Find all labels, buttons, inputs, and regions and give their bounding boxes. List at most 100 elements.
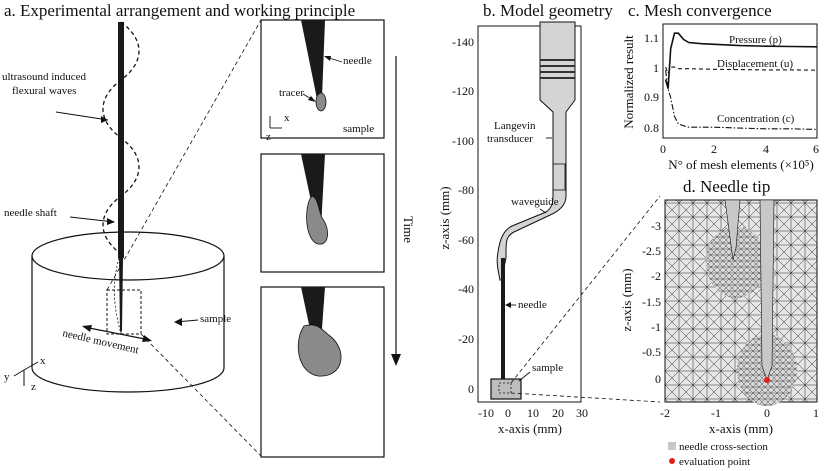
model-sample-label: sample bbox=[532, 362, 563, 374]
evaluation-point bbox=[764, 377, 770, 383]
panel-c-ytick: 0.9 bbox=[644, 90, 659, 104]
legend-point-label: evaluation point bbox=[679, 456, 750, 468]
sample-arrowhead bbox=[174, 318, 182, 326]
panel-d-ytick: -1.5 bbox=[642, 295, 661, 309]
waves-label-line1: ultrasound induced bbox=[2, 71, 87, 83]
panel-d-ytick: -0.5 bbox=[642, 345, 661, 359]
time-label: Time bbox=[401, 216, 416, 243]
sample-cylinder-body bbox=[31, 256, 225, 393]
needle-movement-label: needle movement bbox=[61, 327, 140, 356]
transducer-label-line1: Langevin bbox=[494, 120, 536, 132]
panel-d-ytick: -3 bbox=[651, 219, 661, 233]
legend-point-marker bbox=[669, 458, 675, 464]
panel-c-yticks: 1.1 1 0.9 0.8 bbox=[644, 31, 659, 135]
panel-b-ytick: -20 bbox=[458, 332, 474, 346]
panel-b-zoom-line-bottom bbox=[510, 392, 661, 403]
series-label-concentration: Concentration (c) bbox=[717, 113, 795, 125]
model-sample-box bbox=[490, 378, 522, 400]
legend-needle-label: needle cross-section bbox=[679, 441, 768, 453]
panel-d-ytick: -2 bbox=[651, 269, 661, 283]
zoom-region-box bbox=[106, 289, 142, 335]
panel-b-yticks: -140 -120 -100 -80 -60 -40 -20 0 bbox=[452, 35, 474, 396]
panel-d-xtick: -2 bbox=[660, 406, 670, 420]
panel-c-ylabel: Normalized result bbox=[621, 35, 636, 129]
triad-z-label: z bbox=[31, 381, 36, 393]
panel-c-xtick: 4 bbox=[763, 142, 769, 156]
inset-sample-label: sample bbox=[343, 123, 374, 135]
needle-movement-arrow bbox=[83, 326, 151, 341]
waveguide-arrow bbox=[539, 208, 547, 214]
inset-3-tracer bbox=[297, 324, 342, 377]
panel-b-title: b. Model geometry bbox=[483, 1, 613, 20]
series-label-displacement: Displacement (u) bbox=[717, 58, 793, 70]
inset-2-tracer bbox=[306, 195, 328, 245]
panel-c-ytick: 1.1 bbox=[644, 31, 659, 45]
panel-b-ytick: -40 bbox=[458, 282, 474, 296]
chart-series-group bbox=[664, 32, 818, 130]
panel-d-xlabel: x-axis (mm) bbox=[709, 421, 773, 436]
panel-d-title: d. Needle tip bbox=[683, 177, 770, 196]
series-label-pressure: Pressure (p) bbox=[729, 34, 782, 46]
panel-b-ytick: -100 bbox=[452, 134, 474, 148]
panel-d-xtick: 0 bbox=[764, 406, 770, 420]
panel-b-xticks: -10 0 10 20 30 bbox=[478, 406, 588, 420]
panel-d: d. Needle tip -3 -2.5 -2 -1.5 -1 -0.5 0 … bbox=[619, 177, 819, 468]
panel-c-ytick: 0.8 bbox=[644, 121, 659, 135]
panel-d-ylabel: z-axis (mm) bbox=[619, 268, 634, 331]
panel-b-ytick: -60 bbox=[458, 233, 474, 247]
waves-arrowhead bbox=[101, 116, 108, 123]
panel-b-ytick: -120 bbox=[452, 84, 474, 98]
inset-needle-label: needle bbox=[343, 55, 372, 67]
panel-d-ytick: -1 bbox=[651, 320, 661, 334]
needle-shaft bbox=[118, 22, 124, 258]
inset-1-tracer bbox=[315, 92, 327, 112]
series-line-pressure bbox=[664, 32, 818, 89]
waves-arrow bbox=[55, 111, 109, 121]
panel-d-xticks: -2 -1 0 1 bbox=[660, 406, 819, 420]
inset-tracer-arrowhead bbox=[308, 96, 316, 102]
panel-c-xlabel: N° of mesh elements (×10⁵) bbox=[668, 157, 814, 172]
panel-b-ytick: -80 bbox=[458, 183, 474, 197]
panel-c-title: c. Mesh convergence bbox=[628, 1, 772, 20]
panel-b: b. Model geometry -140 -120 -100 -80 -60… bbox=[437, 1, 661, 436]
panel-c-xtick: 2 bbox=[711, 142, 717, 156]
panel-a-title: a. Experimental arrangement and working … bbox=[4, 1, 355, 20]
model-needle-label: needle bbox=[518, 299, 547, 311]
panel-c: c. Mesh convergence 1.1 1 0.9 0.8 0 2 4 … bbox=[621, 1, 819, 172]
panel-d-ytick: -2.5 bbox=[642, 244, 661, 258]
panel-c-xtick: 6 bbox=[813, 142, 819, 156]
series-line-displacement bbox=[665, 66, 818, 75]
panel-b-zoom-line-top bbox=[510, 195, 661, 384]
panel-b-ylabel: z-axis (mm) bbox=[437, 186, 452, 249]
panel-c-ytick: 1 bbox=[653, 61, 659, 75]
triad-y-label: y bbox=[4, 371, 10, 383]
transducer-label-line2: transducer bbox=[487, 133, 533, 145]
needle-deflected-outline bbox=[114, 257, 122, 335]
panel-b-ytick: 0 bbox=[468, 382, 474, 396]
flexural-wave-curve bbox=[102, 21, 140, 255]
panel-d-xtick: 1 bbox=[813, 406, 819, 420]
zoom-line-top bbox=[106, 19, 262, 291]
needle-cross-section-main bbox=[759, 199, 775, 381]
needle-shaft-arrow bbox=[69, 216, 115, 223]
model-sample-arrow bbox=[518, 371, 531, 382]
panel-a: a. Experimental arrangement and working … bbox=[2, 1, 416, 458]
inset-frame-2 bbox=[260, 153, 385, 273]
inset-1-needle bbox=[301, 20, 325, 104]
sample-cylinder-top bbox=[31, 231, 225, 281]
sample-label: sample bbox=[200, 313, 231, 325]
series-line-concentration bbox=[665, 70, 818, 130]
needle-shaft-label: needle shaft bbox=[4, 207, 57, 219]
panel-c-xticks: 0 2 4 6 bbox=[660, 142, 819, 156]
panel-b-xtick: -10 bbox=[478, 406, 494, 420]
triad-y-axis bbox=[13, 369, 25, 377]
waveguide-label: waveguide bbox=[511, 196, 559, 208]
needle-tip bbox=[119, 258, 123, 334]
waves-label-line2: flexural waves bbox=[12, 85, 76, 97]
triad-x-label: x bbox=[40, 355, 46, 367]
triad-x-axis bbox=[23, 361, 39, 371]
panel-b-xlabel: x-axis (mm) bbox=[498, 421, 562, 436]
panel-b-ytick: -140 bbox=[452, 35, 474, 49]
panel-d-ytick: 0 bbox=[655, 372, 661, 386]
